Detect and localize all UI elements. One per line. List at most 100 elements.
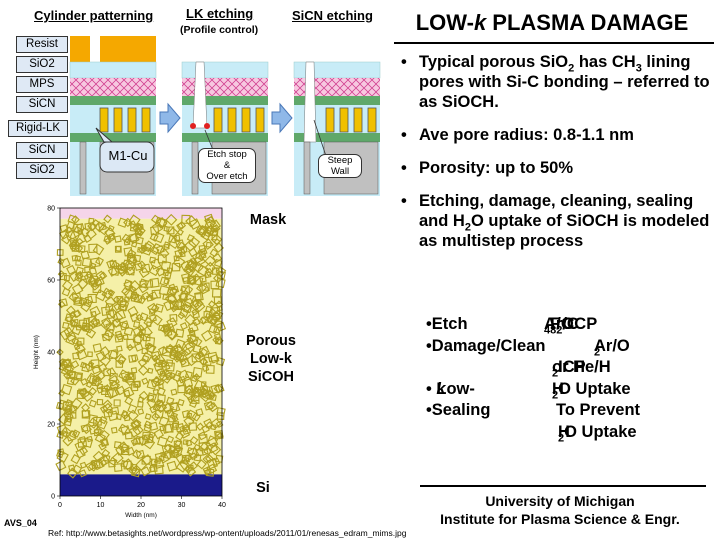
pore	[213, 258, 223, 268]
pore	[62, 321, 70, 330]
pore	[120, 443, 130, 453]
pore	[153, 428, 165, 440]
pore	[69, 239, 78, 248]
pore	[61, 287, 71, 297]
pore	[206, 442, 219, 454]
pore	[158, 416, 170, 427]
pore	[200, 229, 212, 241]
pore	[180, 245, 188, 254]
pore	[156, 367, 164, 376]
pore	[204, 224, 217, 237]
x-tick-label: 20	[137, 502, 145, 509]
pore	[135, 236, 144, 245]
pore	[177, 241, 187, 251]
pore	[176, 222, 184, 231]
pore	[104, 296, 117, 308]
porous-label: Porous Low-k SiCOH	[246, 333, 296, 385]
pore	[205, 400, 216, 411]
footer-rule	[420, 485, 706, 487]
pore	[195, 299, 204, 308]
pore	[112, 295, 121, 304]
pore	[154, 358, 164, 368]
pore	[141, 377, 149, 385]
pore	[142, 242, 153, 253]
pore	[210, 423, 217, 431]
pore	[158, 218, 168, 228]
title-k: k	[473, 10, 487, 35]
pore	[90, 364, 101, 375]
pore	[177, 247, 186, 256]
pore	[192, 336, 203, 347]
pore	[89, 305, 101, 318]
pore	[75, 259, 82, 266]
pore	[141, 454, 153, 466]
pore	[166, 226, 175, 235]
pore	[169, 348, 178, 358]
pore	[150, 214, 161, 224]
pore	[102, 329, 115, 342]
pore	[111, 406, 120, 415]
pore	[184, 384, 195, 395]
pore	[55, 460, 67, 472]
pore	[92, 450, 105, 463]
pore	[135, 458, 148, 471]
pore	[166, 435, 175, 444]
pore	[82, 322, 94, 334]
bullet-2: •Ave pore radius: 0.8-1.1 nm	[401, 126, 634, 144]
pore	[190, 375, 198, 383]
pore	[78, 387, 90, 400]
bullet-list: •Typical porous SiO2 has CH3 lining pore…	[397, 52, 719, 264]
pore	[97, 221, 107, 231]
layer-label-sio2-bottom: SiO2	[16, 162, 68, 179]
title-rule	[394, 42, 714, 44]
pore	[194, 249, 206, 261]
pore	[137, 365, 149, 376]
pore	[216, 357, 226, 367]
pore	[145, 342, 157, 354]
pore	[105, 302, 114, 312]
pore	[196, 422, 205, 431]
pore	[211, 457, 221, 467]
pore	[128, 354, 137, 363]
pore	[147, 367, 154, 374]
pore	[133, 381, 140, 388]
affiliation-line2: Institute for Plasma Science & Engr.	[440, 511, 680, 527]
pore	[178, 291, 189, 302]
pore	[189, 436, 199, 445]
pore	[127, 252, 134, 259]
pore	[137, 260, 147, 270]
pore	[213, 325, 222, 334]
pore	[117, 217, 128, 228]
pore	[81, 410, 91, 419]
pore	[206, 457, 219, 470]
pore	[141, 431, 151, 441]
pore	[107, 224, 115, 232]
pore	[61, 279, 73, 291]
layer-label-sicn-bottom: SiCN	[16, 142, 68, 159]
pore	[151, 376, 163, 387]
pore	[107, 349, 118, 360]
pore	[119, 300, 127, 307]
bullet-4: •Etching, damage, cleaning, sealing and …	[401, 192, 710, 250]
pore	[181, 214, 191, 224]
pore	[133, 320, 141, 329]
pore	[196, 225, 209, 238]
pore	[190, 391, 200, 402]
pore	[75, 348, 88, 361]
pore	[186, 395, 196, 404]
pore	[122, 334, 129, 341]
si-label: Si	[256, 480, 270, 496]
pore	[201, 424, 210, 434]
pore	[189, 218, 201, 230]
pore	[172, 256, 186, 269]
pore	[180, 302, 192, 314]
pore	[78, 445, 89, 456]
pore	[81, 423, 92, 435]
pore	[65, 330, 77, 342]
pore	[186, 447, 195, 455]
pore	[155, 244, 165, 255]
pore	[122, 259, 130, 267]
